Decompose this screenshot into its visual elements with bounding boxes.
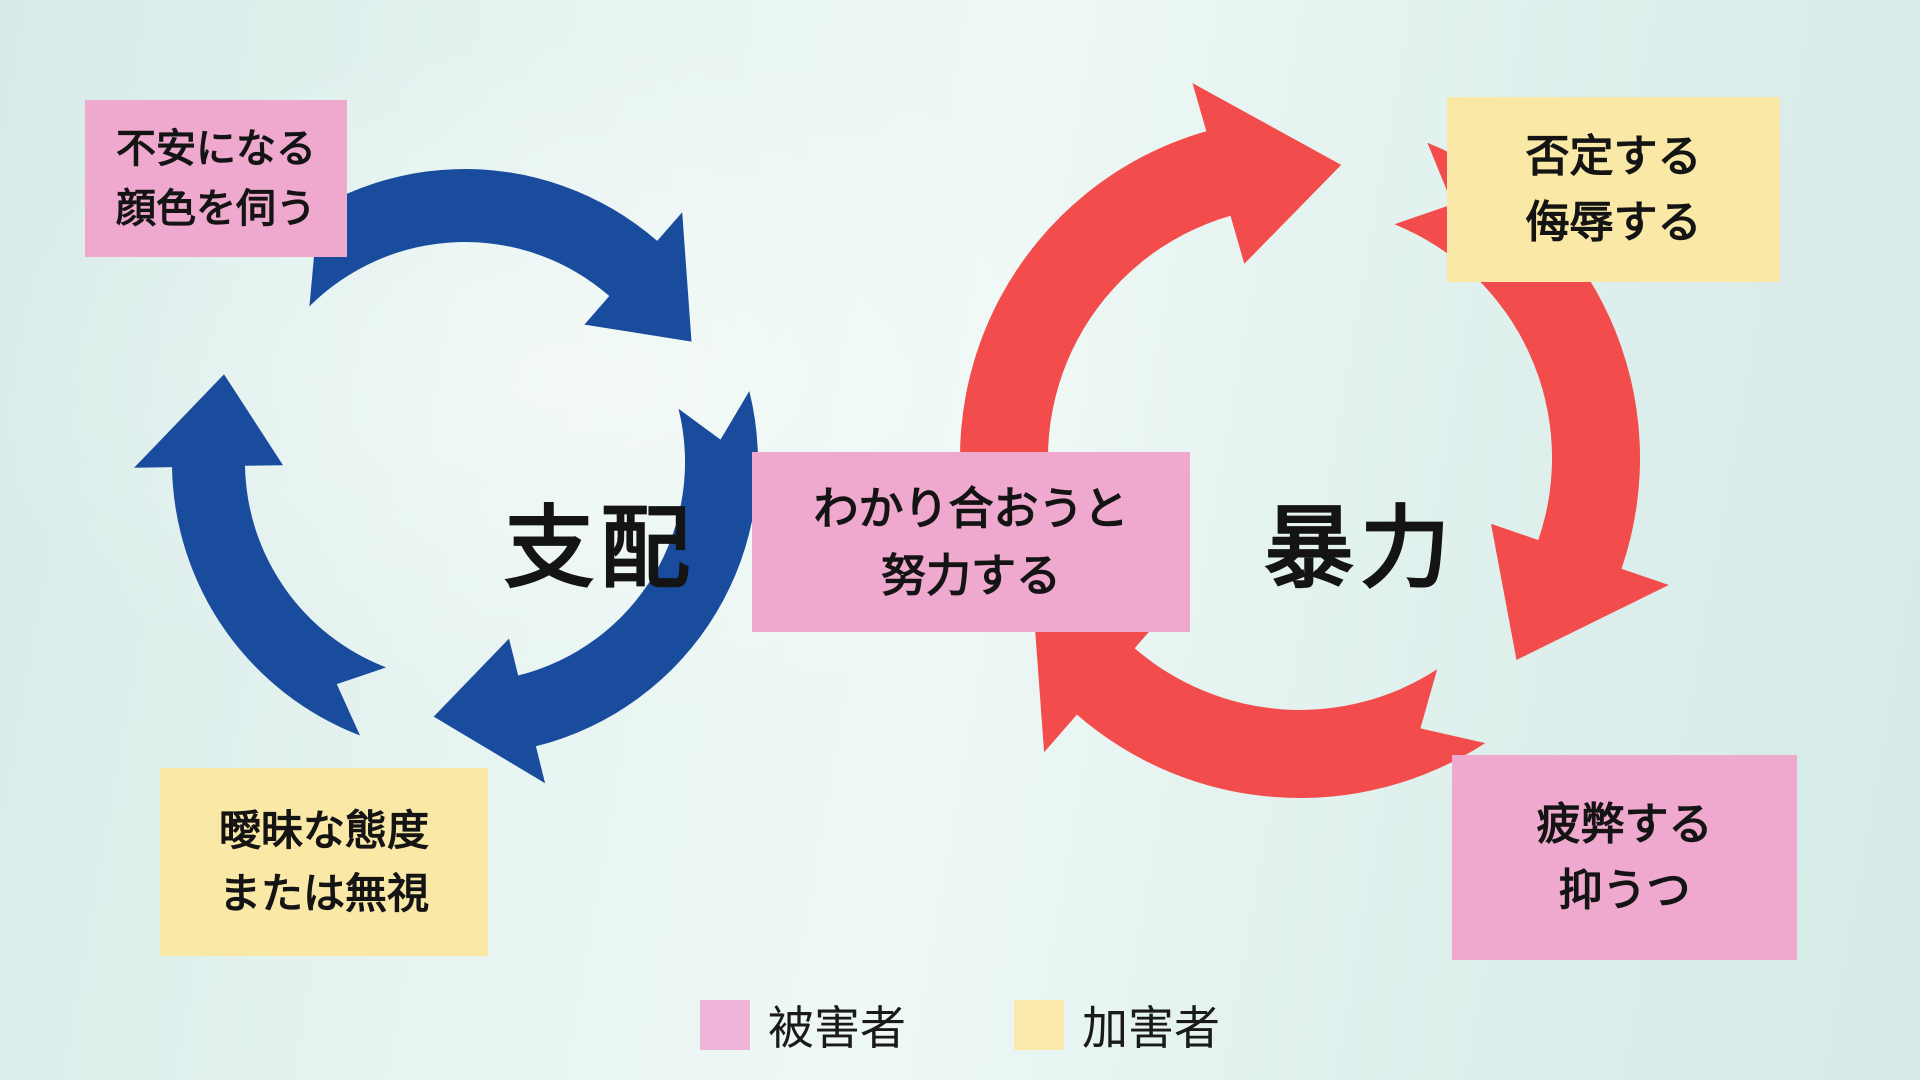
legend-label: 被害者 xyxy=(768,1002,906,1054)
box-deny-perpetrator: 否定する 侮辱する xyxy=(1447,97,1780,282)
victim-color-swatch xyxy=(700,1000,750,1050)
control-cycle-arrow-segment xyxy=(134,374,387,736)
legend-item-perpetrator: 加害者 xyxy=(1014,992,1220,1058)
box-line: 否定する xyxy=(1525,131,1702,181)
perpetrator-color-swatch xyxy=(1014,1000,1064,1050)
violence-cycle-arrow-segment xyxy=(1031,583,1486,798)
box-line: わかり合おうと xyxy=(813,482,1129,534)
box-ambiguous-perpetrator: 曖昧な態度 または無視 xyxy=(160,768,488,956)
box-line: または無視 xyxy=(218,870,429,917)
cycle-label-violence: 暴力 xyxy=(1264,499,1456,599)
violence-cycle-arrow-segment xyxy=(959,83,1342,564)
box-line: 侮辱する xyxy=(1525,197,1702,247)
box-line: 抑うつ xyxy=(1558,865,1691,915)
violence-cycle-arrow-segment xyxy=(1394,142,1669,660)
box-line: 不安になる xyxy=(116,126,316,171)
cycle-label-control: 支配 xyxy=(504,499,696,599)
legend-item-victim: 被害者 xyxy=(700,992,906,1058)
box-line: 疲弊する xyxy=(1536,799,1713,849)
control-cycle-arrow-segment xyxy=(257,169,692,342)
box-line: 曖昧な態度 xyxy=(218,807,429,854)
legend-label: 加害者 xyxy=(1082,1002,1220,1054)
box-anxious-victim: 不安になる 顔色を伺う xyxy=(85,100,347,257)
box-exhausted-victim: 疲弊する 抑うつ xyxy=(1452,755,1797,960)
box-line: 顔色を伺う xyxy=(116,186,316,231)
box-effort-victim: わかり合おうと 努力する xyxy=(752,452,1190,632)
box-line: 努力する xyxy=(880,550,1061,601)
control-cycle-arrow-segment xyxy=(433,391,759,784)
